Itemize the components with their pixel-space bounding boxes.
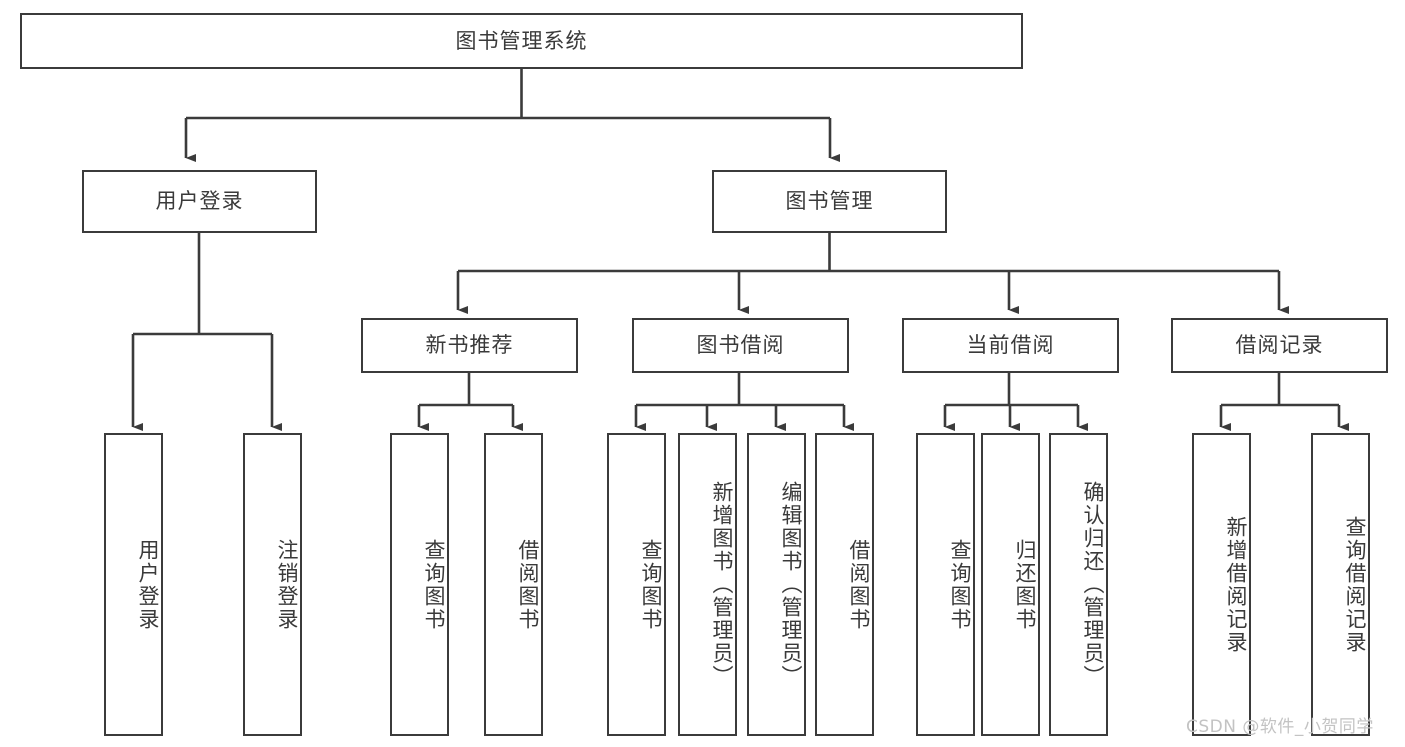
node-label: 用户登录 <box>136 538 160 631</box>
leaf-borrow-book-recommend[interactable]: 借阅图书 <box>484 433 543 736</box>
node-label: 归还图书 <box>1013 538 1037 631</box>
node-label: 图书借阅 <box>696 333 785 358</box>
node-book-management[interactable]: 图书管理 <box>712 170 947 233</box>
node-current-borrow[interactable]: 当前借阅 <box>902 318 1119 373</box>
node-label: 用户登录 <box>155 189 244 214</box>
leaf-query-book-borrow[interactable]: 查询图书 <box>607 433 666 736</box>
leaf-query-borrow-record[interactable]: 查询借阅记录 <box>1311 433 1370 736</box>
leaf-add-book-admin[interactable]: 新增图书（管理员） <box>678 433 737 736</box>
csdn-watermark: CSDN @软件_小贺同学 <box>1186 717 1374 737</box>
node-new-book-recommend[interactable]: 新书推荐 <box>361 318 578 373</box>
node-label: 借阅图书 <box>847 538 871 631</box>
node-label: 查询图书 <box>422 538 446 631</box>
node-borrow-record[interactable]: 借阅记录 <box>1171 318 1388 373</box>
node-root-book-management-system[interactable]: 图书管理系统 <box>20 13 1023 69</box>
node-label: 新书推荐 <box>425 333 514 358</box>
node-label: 查询借阅记录 <box>1343 515 1367 654</box>
node-label: 新增借阅记录 <box>1224 515 1248 654</box>
node-label: 图书管理 <box>785 189 874 214</box>
leaf-query-book-current[interactable]: 查询图书 <box>916 433 975 736</box>
node-book-borrow[interactable]: 图书借阅 <box>632 318 849 373</box>
leaf-confirm-return-admin[interactable]: 确认归还（管理员） <box>1049 433 1108 736</box>
node-label: 确认归还（管理员） <box>1081 481 1105 688</box>
node-label: 借阅图书 <box>516 538 540 631</box>
leaf-query-book-recommend[interactable]: 查询图书 <box>390 433 449 736</box>
node-label: 注销登录 <box>275 538 299 631</box>
node-label: 查询图书 <box>639 538 663 631</box>
node-label: 当前借阅 <box>966 333 1055 358</box>
leaf-return-book[interactable]: 归还图书 <box>981 433 1040 736</box>
leaf-borrow-book[interactable]: 借阅图书 <box>815 433 874 736</box>
node-label: 图书管理系统 <box>455 28 588 53</box>
leaf-user-login[interactable]: 用户登录 <box>104 433 163 736</box>
leaf-edit-book-admin[interactable]: 编辑图书（管理员） <box>747 433 806 736</box>
node-label: 查询图书 <box>948 538 972 631</box>
leaf-user-logout[interactable]: 注销登录 <box>243 433 302 736</box>
node-user-login[interactable]: 用户登录 <box>82 170 317 233</box>
leaf-add-borrow-record[interactable]: 新增借阅记录 <box>1192 433 1251 736</box>
node-label: 新增图书（管理员） <box>710 481 734 688</box>
node-label: 借阅记录 <box>1235 333 1324 358</box>
node-label: 编辑图书（管理员） <box>779 481 803 688</box>
